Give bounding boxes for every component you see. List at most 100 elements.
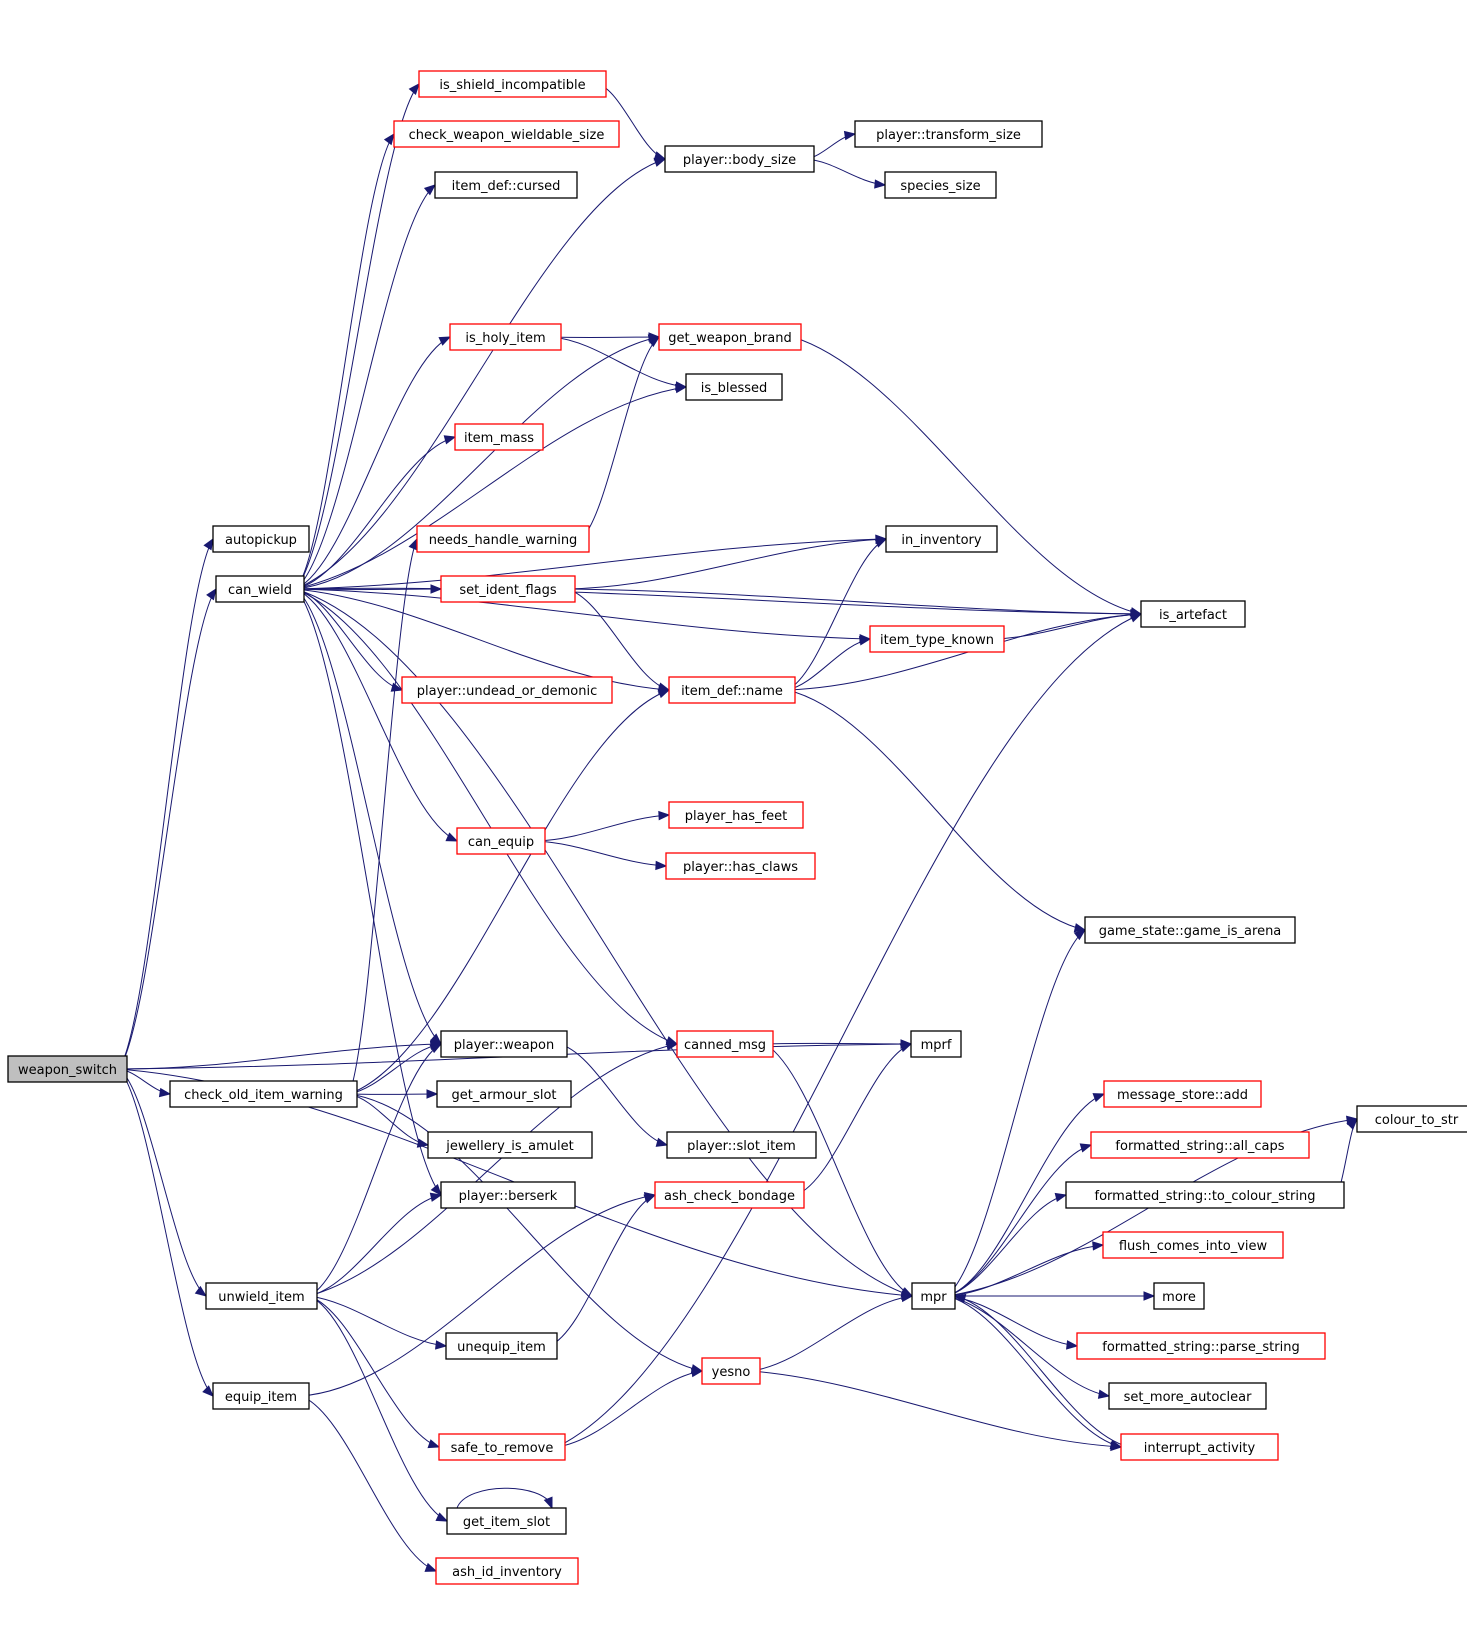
edge-can_wield-to-is_shield_incompatible [295,82,420,590]
edge-check_old_item_warning-to-get_armour_slot [348,1089,439,1099]
edge-can_wield-to-player_weapon [295,588,443,1045]
node-label: ash_id_inventory [452,1565,562,1580]
edge-unwield_item-to-canned_msg [308,1041,679,1297]
edge-interrupt_activity-to-mpr [953,1293,1130,1448]
edge-needs_handle_warning-to-get_weapon_brand [580,336,661,540]
edges-layer [118,82,1359,1572]
node-label: set_more_autoclear [1124,1390,1253,1405]
node-label: jewellery_is_amulet [445,1139,573,1154]
edge-can_wield-to-item_mass [295,435,457,590]
node-label: is_blessed [701,381,768,396]
node-label: is_holy_item [465,331,545,346]
node-ash-check-bondage[interactable]: ash_check_bondage [654,1181,805,1209]
node-in-inventory: in_inventory [885,525,998,553]
edge-check_old_item_warning-to-item_def_name [348,689,671,1095]
node-is-holy-item[interactable]: is_holy_item [449,323,562,351]
node-label: check_weapon_wieldable_size [409,128,605,143]
node-formatted-string-to-colour-string: formatted_string::to_colour_string [1065,1181,1345,1209]
edge-can_wield-to-player_body_size [295,157,667,590]
edge-weapon_switch-to-autopickup [118,537,214,1070]
edge-mpr-to-message_store_add [946,1093,1106,1297]
edge-set_ident_flags-to-is_artefact [566,588,1143,619]
node-colour-to-str: colour_to_str [1356,1105,1467,1133]
node-yesno[interactable]: yesno [701,1357,761,1385]
edge-unwield_item-to-get_item_slot [308,1295,449,1522]
node-item-type-known[interactable]: item_type_known [869,625,1005,653]
edge-item_def_name-to-game_state_game_is_arena [786,689,1087,933]
edge-unwield_item-to-unequip_item [308,1295,448,1350]
node-label: player::has_claws [683,860,798,875]
node-label: in_inventory [901,533,982,548]
node-label: player::body_size [683,153,796,168]
edge-mpr-to-more [947,1291,1156,1301]
node-label: formatted_string::parse_string [1102,1340,1299,1355]
edge-mpr-to-formatted_string_all_caps [946,1143,1093,1297]
node-label: safe_to_remove [451,1441,554,1456]
node-label: player::transform_size [876,128,1021,143]
node-needs-handle-warning[interactable]: needs_handle_warning [416,525,590,553]
node-is-artefact: is_artefact [1140,600,1246,628]
node-is-shield-incompatible[interactable]: is_shield_incompatible [418,70,607,98]
node-set-ident-flags[interactable]: set_ident_flags [440,575,576,603]
node-label: get_armour_slot [451,1088,556,1103]
edge-item_def_name-to-in_inventory [786,538,888,691]
edge-equip_item-to-ash_check_bondage [300,1192,657,1397]
edge-set_ident_flags-to-item_def_name [566,588,671,692]
node-is-blessed: is_blessed [685,373,783,401]
edge-can_wield-to-check_weapon_wieldable_size [295,132,395,590]
node-item-def-cursed: item_def::cursed [434,171,578,199]
edge-check_old_item_warning-to-jewellery_is_amulet [348,1093,430,1148]
edge-can_wield-to-is_artefact [295,587,1143,619]
edge-player_body_size-to-species_size [805,158,887,189]
node-ash-id-inventory[interactable]: ash_id_inventory [435,1557,579,1585]
node-label: equip_item [225,1390,297,1405]
node-interrupt-activity[interactable]: interrupt_activity [1120,1433,1279,1461]
node-check-old-item-warning: check_old_item_warning [169,1080,358,1108]
node-player-berserk: player::berserk [440,1181,576,1209]
node-player-transform-size: player::transform_size [854,120,1043,148]
node-get-item-slot: get_item_slot [446,1507,567,1535]
edge-item_type_known-to-is_artefact [995,609,1143,640]
node-can-equip[interactable]: can_equip [456,827,546,855]
node-canned-msg[interactable]: canned_msg [676,1030,774,1058]
node-label: yesno [712,1365,751,1380]
node-get-weapon-brand[interactable]: get_weapon_brand [658,323,802,351]
edge-can_equip-to-player_has_claws [536,840,668,871]
edge-item_def_name-to-item_type_known [786,636,872,691]
edge-player_weapon-to-player_slot_item [558,1043,669,1147]
node-message-store-add[interactable]: message_store::add [1103,1080,1262,1108]
node-player-undead-or-demonic[interactable]: player::undead_or_demonic [401,676,613,704]
node-more: more [1153,1282,1205,1310]
node-label: player::undead_or_demonic [417,684,598,699]
edge-weapon_switch-to-can_wield [118,587,217,1070]
edge-ash_check_bondage-to-mprf [795,1043,913,1196]
node-item-def-name[interactable]: item_def::name [668,676,796,704]
edge-equip_item-to-ash_id_inventory [300,1395,438,1572]
node-check-weapon-wieldable-size[interactable]: check_weapon_wieldable_size [393,120,620,148]
edge-unequip_item-to-ash_check_bondage [548,1194,657,1347]
edge-can_wield-to-is_blessed [295,383,688,590]
node-player-has-feet[interactable]: player_has_feet [668,801,804,829]
edge-can_equip-to-player_has_feet [536,810,671,842]
node-item-mass[interactable]: item_mass [454,423,544,451]
node-player-weapon: player::weapon [440,1030,568,1058]
node-player-has-claws[interactable]: player::has_claws [665,852,816,880]
node-label: item_def::cursed [452,179,561,194]
node-formatted-string-parse-string[interactable]: formatted_string::parse_string [1076,1332,1326,1360]
node-label: set_ident_flags [459,583,556,598]
node-safe-to-remove[interactable]: safe_to_remove [438,1433,566,1461]
node-label: mpr [920,1290,947,1305]
edge-get_item_slot-to-get_item_slot [456,1487,553,1510]
edge-unwield_item-to-player_weapon [308,1043,443,1297]
node-flush-comes-into-view[interactable]: flush_comes_into_view [1102,1231,1284,1259]
edge-canned_msg-to-mprf [764,1039,913,1049]
edge-safe_to_remove-to-yesno [556,1367,704,1448]
edge-can_wield-to-canned_msg [295,588,679,1046]
node-game-state-game-is-arena: game_state::game_is_arena [1084,916,1296,944]
edge-can_wield-to-can_equip [295,588,459,842]
node-mprf: mprf [910,1030,962,1058]
edge-can_wield-to-in_inventory [295,534,888,590]
edge-yesno-to-interrupt_activity [751,1370,1123,1452]
node-label: can_equip [468,835,534,850]
node-formatted-string-all-caps[interactable]: formatted_string::all_caps [1090,1131,1310,1159]
